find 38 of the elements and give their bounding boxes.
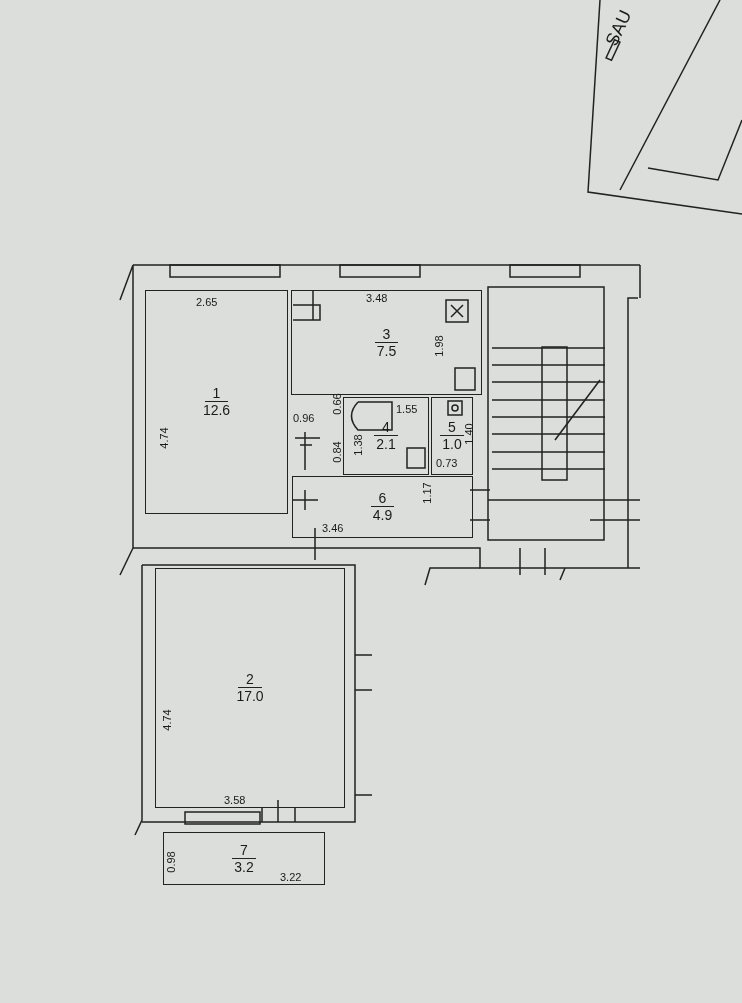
partial-text: SAU <box>601 7 636 49</box>
room-number: 3 <box>374 325 399 343</box>
room-area: 2.1 <box>376 436 396 453</box>
dimension-label: 2.65 <box>196 296 218 308</box>
room-area: 3.2 <box>234 858 254 876</box>
dimension-label: 3.48 <box>366 292 388 304</box>
room-number: 1 <box>204 385 229 402</box>
dimension-label: 0.73 <box>436 457 458 469</box>
dimension-label: 4.74 <box>157 427 170 449</box>
dimension-label: 0.98 <box>164 851 177 873</box>
dimension-label: 1.17 <box>420 482 433 504</box>
room-number: 2 <box>238 671 262 688</box>
room-number: 6 <box>370 490 395 507</box>
room-outline <box>155 568 345 808</box>
room-number: 5 <box>440 419 464 436</box>
room-outline <box>145 290 288 514</box>
dimension-label: 0.96 <box>293 412 315 424</box>
room-outline <box>292 476 473 538</box>
room-area: 4.9 <box>372 507 393 524</box>
room-area: 12.6 <box>202 402 231 419</box>
room-area: 7.5 <box>376 342 397 360</box>
room-outline <box>431 397 473 475</box>
dimension-label: 1.55 <box>396 403 418 415</box>
room-outline <box>343 397 429 475</box>
room-outline <box>163 832 325 885</box>
dimension-label: 3.46 <box>322 522 344 534</box>
room-area: 17.0 <box>236 688 264 705</box>
dimension-label: 1.38 <box>351 434 364 456</box>
dimension-label: 1.40 <box>462 423 475 445</box>
dimension-label: 3.22 <box>280 871 302 883</box>
room-number: 7 <box>232 841 256 859</box>
dimension-label: 4.74 <box>160 709 173 731</box>
dimension-label: 1.98 <box>432 335 445 357</box>
dimension-label: 0.84 <box>330 441 343 463</box>
dimension-label: 0.66 <box>330 393 343 415</box>
dimension-label: 3.58 <box>224 794 246 806</box>
room-outline <box>291 290 482 395</box>
room-area: 1.0 <box>442 436 462 453</box>
